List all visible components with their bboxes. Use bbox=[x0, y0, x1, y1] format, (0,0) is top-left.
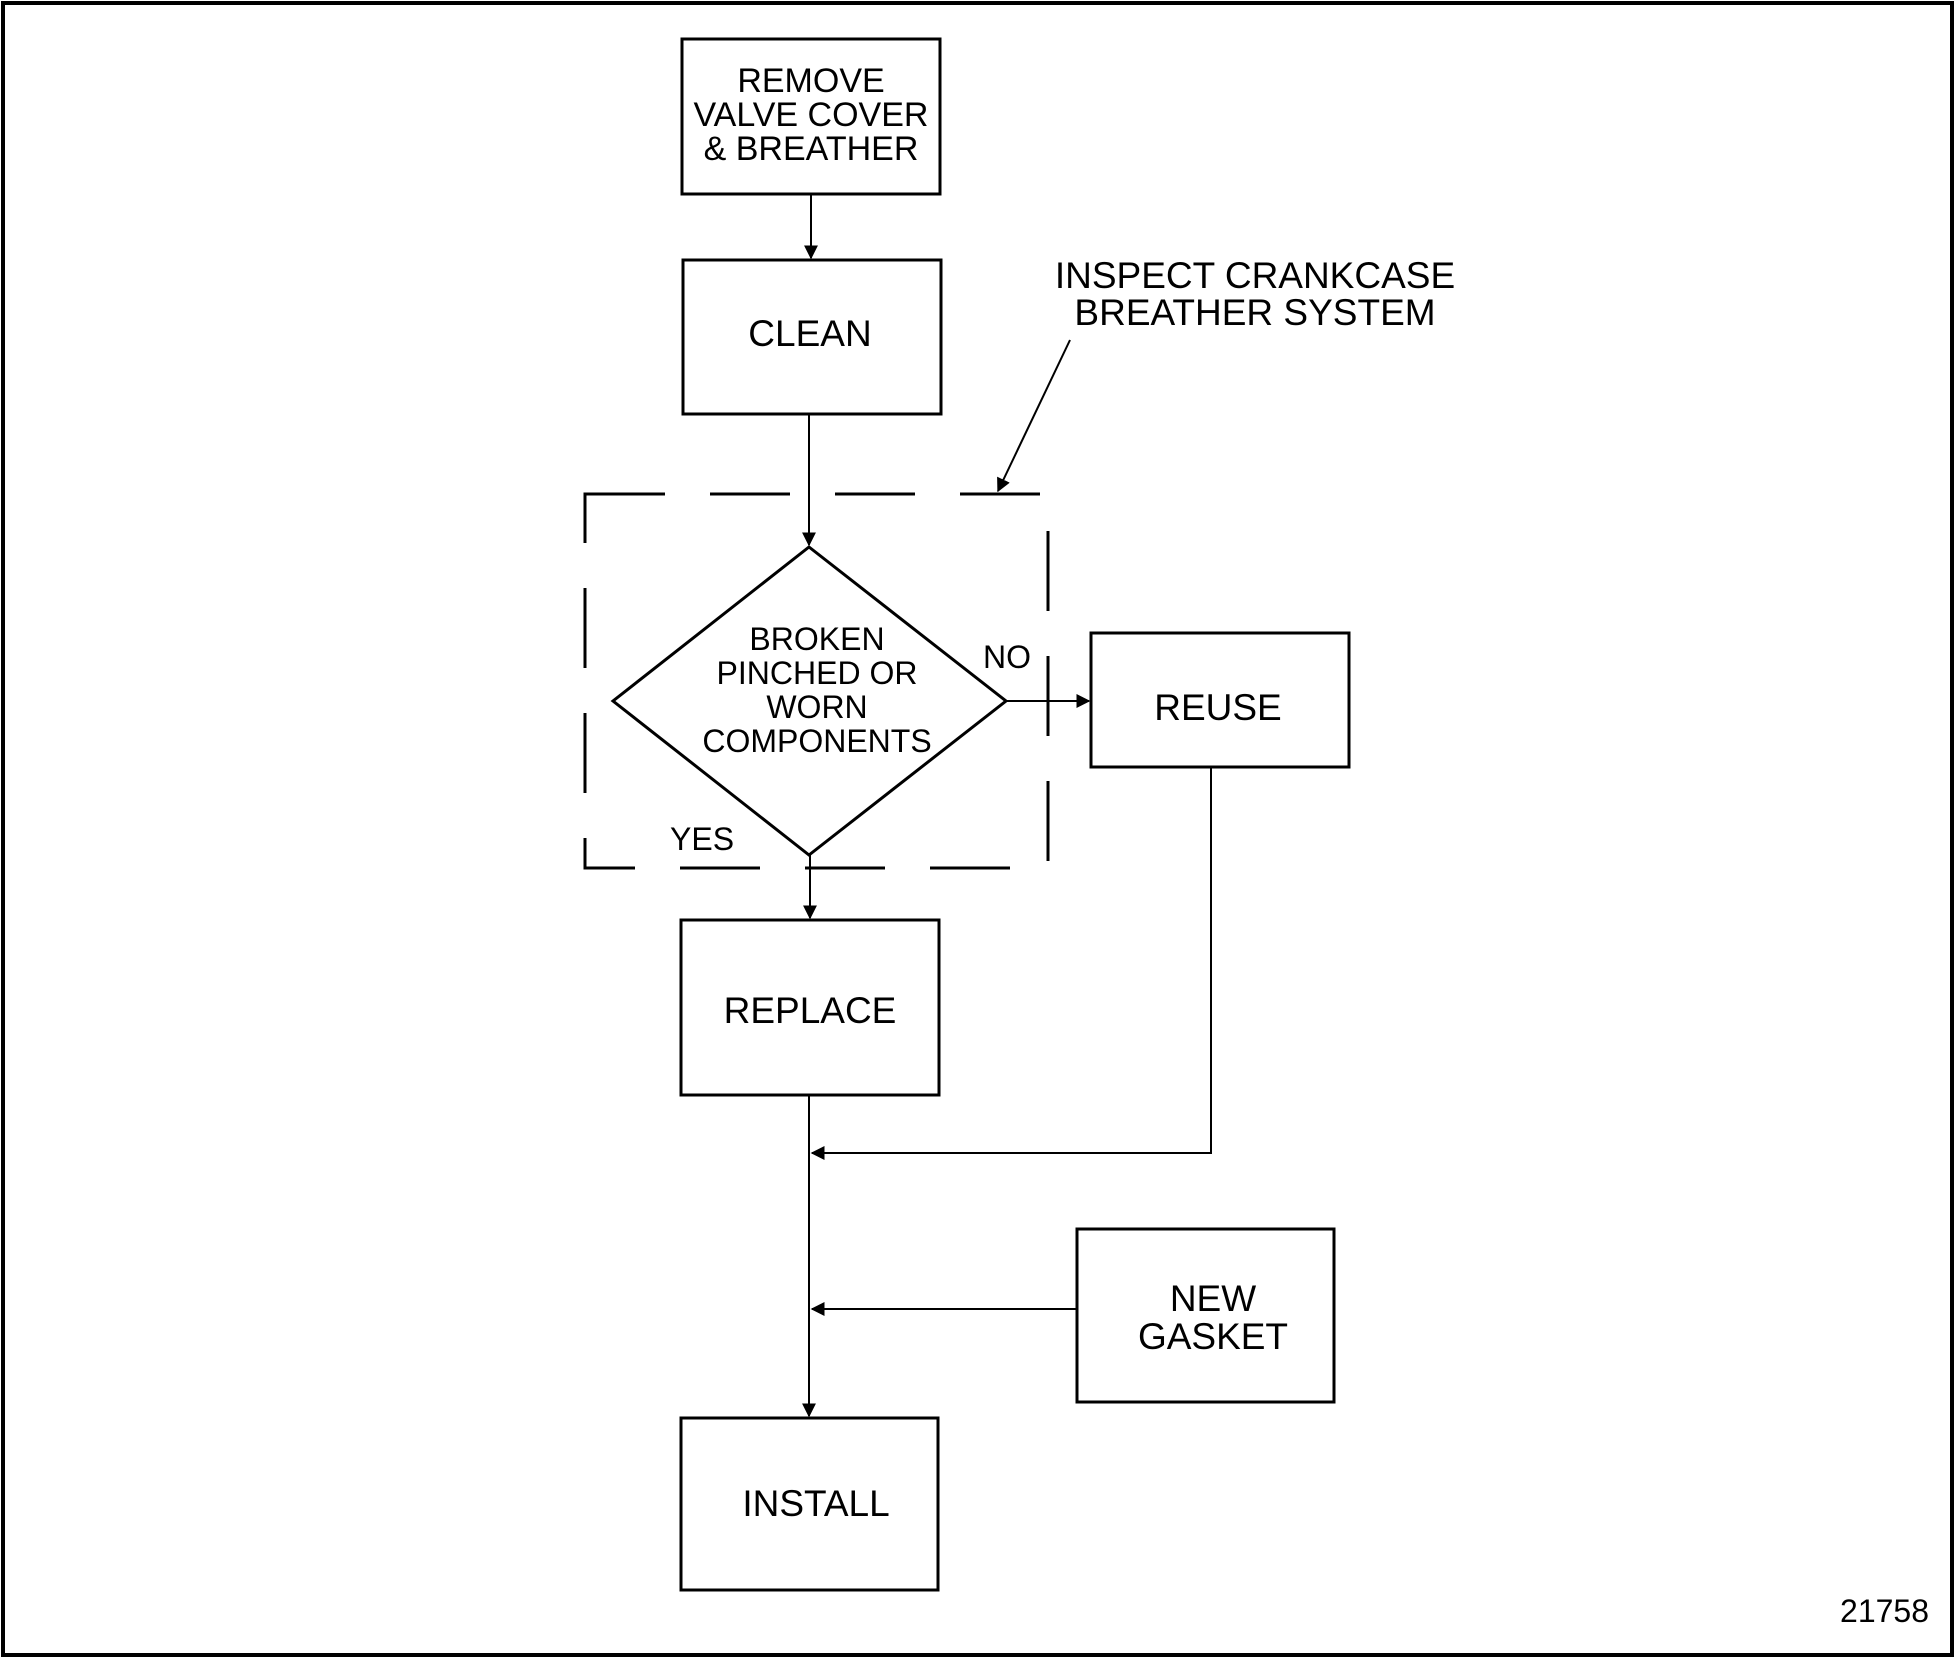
remove-valve-cover-step: REMOVE VALVE COVER & BREATHER bbox=[680, 37, 942, 196]
inspect-callout: INSPECT CRANKCASE BREATHER SYSTEM bbox=[997, 255, 1455, 493]
new-gasket-line-1: NEW bbox=[1170, 1278, 1256, 1319]
new-gasket-step: NEW GASKET bbox=[1075, 1227, 1336, 1404]
install-label: INSTALL bbox=[742, 1483, 889, 1524]
decision-diamond: BROKEN PINCHED OR WORN COMPONENTS bbox=[610, 545, 1009, 857]
replace-label: REPLACE bbox=[724, 990, 897, 1031]
callout-leader-arrow bbox=[997, 339, 1071, 493]
inspect-line-1: INSPECT CRANKCASE bbox=[1055, 255, 1455, 296]
inspect-line-2: BREATHER SYSTEM bbox=[1074, 292, 1435, 333]
reuse-return-line bbox=[810, 767, 1212, 1160]
decision-line-4: COMPONENTS bbox=[702, 723, 931, 759]
reuse-step: REUSE bbox=[1089, 631, 1351, 769]
clean-step: CLEAN bbox=[681, 258, 943, 416]
install-step: INSTALL bbox=[679, 1416, 940, 1592]
decision-line-3: WORN bbox=[766, 689, 867, 725]
clean-label: CLEAN bbox=[748, 313, 871, 354]
figure-number: 21758 bbox=[1840, 1593, 1929, 1629]
decision-line-1: BROKEN bbox=[749, 621, 884, 657]
new-gasket-line-2: GASKET bbox=[1138, 1316, 1288, 1357]
remove-line-3: & BREATHER bbox=[704, 130, 919, 168]
replace-step: REPLACE bbox=[679, 918, 941, 1097]
remove-line-2: VALVE COVER bbox=[694, 96, 929, 134]
remove-line-1: REMOVE bbox=[737, 62, 884, 100]
reuse-label: REUSE bbox=[1154, 687, 1281, 728]
inspect-boundary bbox=[583, 492, 1050, 870]
decision-line-2: PINCHED OR bbox=[717, 655, 918, 691]
no-label: NO bbox=[983, 639, 1031, 675]
yes-label: YES bbox=[670, 821, 734, 857]
